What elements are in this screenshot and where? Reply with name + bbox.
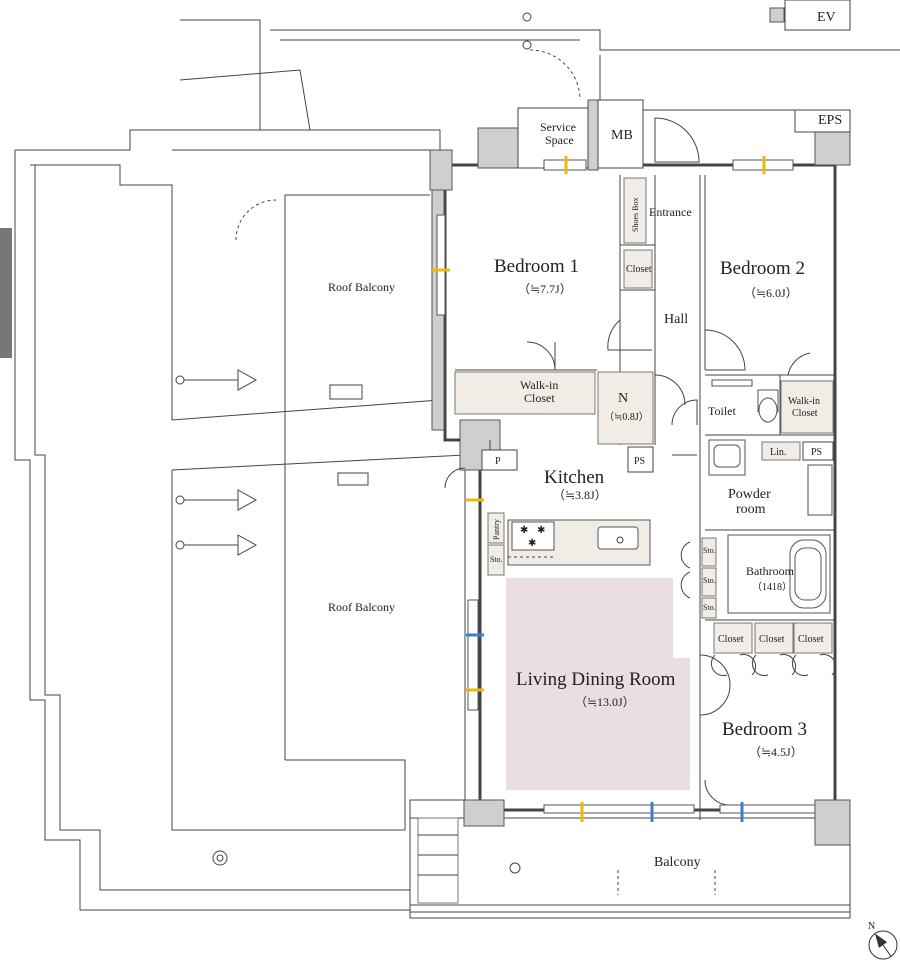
ev-label: EV bbox=[817, 10, 836, 25]
living-size: （≒13.0J） bbox=[575, 695, 635, 709]
bathroom-fixtures bbox=[708, 379, 833, 614]
toilet-label: Toilet bbox=[708, 404, 736, 418]
storage-lin bbox=[761, 441, 801, 461]
walkin2-label: Walk-in bbox=[788, 396, 820, 407]
svg-text:✱: ✱ bbox=[528, 538, 536, 549]
storage-sto3 bbox=[701, 597, 717, 619]
bedroom2-size: （≒6.0J） bbox=[744, 286, 798, 300]
powder-room-label-2: room bbox=[736, 502, 766, 517]
edge-strip bbox=[0, 228, 12, 358]
storage-closet-a bbox=[713, 622, 753, 654]
walkin2-label-2: Closet bbox=[792, 408, 818, 419]
closet-a-label: Closet bbox=[718, 634, 744, 645]
washbasin-icon bbox=[708, 439, 746, 476]
bedroom3-size: （≒4.5J） bbox=[749, 745, 803, 759]
closet-c-label: Closet bbox=[798, 634, 824, 645]
storage-areas bbox=[454, 177, 834, 654]
bathroom-name: Bathroom bbox=[746, 564, 795, 578]
storage-sto1 bbox=[701, 537, 717, 567]
sto2-label: Sto. bbox=[703, 576, 716, 585]
lin-label: Lin. bbox=[770, 447, 786, 458]
pantry-label: Pantry bbox=[492, 519, 501, 540]
n-room-size: （≒0.8J） bbox=[604, 411, 649, 423]
service-space-label-2: Space bbox=[545, 133, 574, 147]
storage-closet-ent bbox=[623, 249, 653, 289]
sto1-label: Sto. bbox=[703, 546, 716, 555]
walkin1-label-2: Closet bbox=[524, 391, 555, 405]
stove-icon: ✱ ✱ ✱ bbox=[511, 521, 555, 551]
balcony-label: Balcony bbox=[654, 855, 701, 870]
bathroom-size: （1418） bbox=[752, 581, 792, 593]
kitchen-name: Kitchen bbox=[544, 467, 605, 488]
window-markers bbox=[432, 156, 816, 822]
closet-entrance-label: Closet bbox=[626, 264, 652, 275]
eps-label: EPS bbox=[818, 113, 842, 128]
roof-balcony-bottom-label: Roof Balcony bbox=[328, 600, 395, 614]
kitchen-counter: ✱ ✱ ✱ bbox=[507, 519, 651, 566]
storage-pantry bbox=[487, 512, 505, 544]
closet-b-label: Closet bbox=[759, 634, 785, 645]
hall-label: Hall bbox=[664, 312, 688, 327]
bathtub-icon bbox=[789, 539, 827, 609]
drain bbox=[337, 472, 369, 486]
ps-powder-label: PS bbox=[811, 447, 822, 458]
north-compass-icon: N bbox=[868, 921, 898, 960]
storage-n-room bbox=[597, 371, 654, 445]
entrance-label: Entrance bbox=[649, 205, 692, 219]
storage-sto2 bbox=[701, 567, 717, 597]
service-space-label: Service bbox=[540, 120, 576, 134]
svg-text:✱: ✱ bbox=[537, 525, 545, 536]
living-room-area bbox=[506, 578, 690, 790]
storage-walkin2 bbox=[780, 380, 834, 434]
living-name: Living Dining Room bbox=[516, 669, 676, 690]
storage-closet-c bbox=[793, 622, 833, 654]
bedroom3-name: Bedroom 3 bbox=[722, 719, 807, 740]
slope-arrow bbox=[175, 489, 258, 511]
bedroom1-name: Bedroom 1 bbox=[494, 256, 579, 277]
north-label: N bbox=[868, 921, 875, 932]
slope-arrow bbox=[175, 369, 258, 391]
balcony-area bbox=[409, 817, 851, 919]
drain-circle bbox=[212, 850, 228, 866]
sto3-label: Sto. bbox=[703, 603, 716, 612]
roof-balcony-outline bbox=[0, 12, 900, 911]
storage-walkin1 bbox=[454, 371, 596, 415]
storage-shoes bbox=[623, 177, 647, 244]
storage-closet-b bbox=[754, 622, 794, 654]
toilet-icon bbox=[711, 379, 779, 423]
ps-kitchen-label: PS bbox=[634, 456, 645, 467]
shoes-box-label: Shoes Box bbox=[631, 198, 640, 232]
storage-sto-k bbox=[487, 544, 505, 576]
sto-kitchen-label: Sto. bbox=[490, 555, 503, 564]
bedroom2-name: Bedroom 2 bbox=[720, 258, 805, 279]
n-room-name: N bbox=[618, 391, 628, 406]
p-label: P bbox=[495, 456, 501, 467]
powder-room-label: Powder bbox=[728, 487, 771, 502]
roof-balcony-top-label: Roof Balcony bbox=[328, 280, 395, 294]
slope-arrow bbox=[175, 534, 258, 556]
bedroom1-size: （≒7.7J） bbox=[518, 282, 572, 296]
kitchen-size: （≒3.8J） bbox=[553, 488, 607, 502]
drain bbox=[329, 384, 363, 400]
mb-label: MB bbox=[611, 128, 633, 143]
walkin1-label: Walk-in bbox=[520, 378, 558, 392]
room-labels: EV EPS Service Space MB Roof Balcony Roo… bbox=[328, 10, 842, 870]
svg-text:✱: ✱ bbox=[520, 525, 528, 536]
